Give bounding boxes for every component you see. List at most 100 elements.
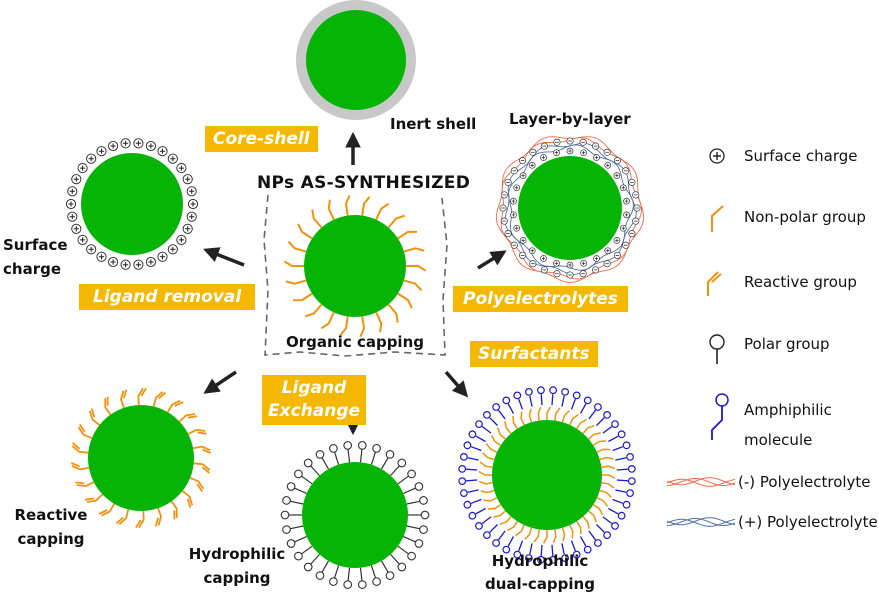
legend-reactive-icon (708, 272, 718, 296)
amphiphilic-head (618, 431, 625, 438)
amphiphilic-head (629, 466, 636, 473)
nonpolar-ligand (600, 491, 612, 498)
polar-ligand (398, 476, 409, 484)
polar-ligand (335, 565, 339, 577)
amphiphilic-tail (589, 531, 596, 540)
nonpolar-ligand (479, 472, 492, 475)
polar-ligand (290, 501, 303, 504)
polar-ligand (311, 466, 320, 476)
amphiphilic-tail (471, 447, 481, 451)
amphiphilic-tail (613, 500, 623, 504)
amphiphilic-head (461, 490, 468, 497)
nonpolar-ligand (507, 521, 517, 530)
nonpolar-ligand (492, 435, 501, 445)
nonpolar-ligand (293, 294, 312, 301)
nonpolar-ligand (289, 242, 307, 252)
amphiphilic-tail (519, 399, 523, 409)
polar-head (316, 451, 324, 459)
reactive-ligand (194, 463, 210, 470)
amphiphilic-head (469, 512, 476, 519)
nonpolar-ligand (597, 449, 610, 452)
nonpolar-ligand (593, 441, 606, 445)
nonpolar-ligand (530, 409, 532, 423)
reactive-ligand (102, 504, 115, 516)
amphiphilic-tail (603, 427, 612, 434)
polar-head (344, 581, 352, 589)
nonpolar-ligand (563, 528, 565, 542)
nonpolar-ligand (346, 195, 350, 215)
amphiphilic-head (469, 431, 476, 438)
polar-ligand (348, 449, 349, 462)
reactive-ligand (183, 491, 193, 505)
np-core (88, 405, 194, 511)
amphiphilic-tail (466, 469, 477, 470)
amphiphilic-tail (499, 410, 506, 419)
nonpolar-ligand (388, 305, 397, 323)
arrow-ligand-removal (206, 250, 244, 265)
np-core (492, 420, 602, 530)
np-core (518, 156, 622, 260)
polar-ligand (311, 554, 320, 564)
polar-ligand (290, 526, 303, 529)
nonpolar-ligand (593, 505, 602, 515)
amphiphilic-head (459, 466, 466, 473)
arrow-polyelectrolytes (478, 252, 504, 268)
amphiphilic-head (514, 392, 521, 399)
polar-head (283, 526, 291, 534)
polar-head (295, 470, 303, 478)
amphiphilic-tail (499, 531, 506, 540)
amphiphilic-head (612, 421, 619, 428)
nonpolar-ligand (479, 481, 493, 483)
reactive-ligand (138, 388, 143, 405)
reactive-ligand (158, 508, 161, 525)
np-organic-capping (284, 195, 425, 336)
nonpolar-ligand (376, 312, 381, 332)
polar-ligand (371, 565, 375, 577)
legend-neg-polyelectrolyte: (-) Polyelectrolyte (738, 472, 871, 492)
arrow-reactive (206, 372, 236, 392)
amphiphilic-head (612, 523, 619, 530)
legend-pos-polyelectrolyte: (+) Polyelectrolyte (738, 512, 878, 532)
amphiphilic-tail (541, 394, 542, 405)
amphiphilic-tail (608, 509, 618, 514)
amphiphilic-tail (603, 517, 612, 524)
amphiphilic-head (464, 442, 471, 449)
amphiphilic-tail (597, 418, 605, 426)
amphiphilic-tail (508, 404, 513, 414)
nonpolar-ligand (600, 458, 614, 460)
page-title: NPs AS-SYNTHESIZED (254, 173, 473, 193)
nonpolar-ligand (321, 312, 333, 328)
nonpolar-ligand (312, 210, 321, 228)
nonpolar-ligand (563, 411, 570, 423)
amphiphilic-head (595, 540, 602, 547)
np-layer-by-layer (496, 137, 643, 283)
amphiphilic-tail (490, 525, 498, 533)
polar-ligand (295, 488, 307, 493)
polar-head (415, 483, 423, 491)
polar-ligand (403, 488, 415, 493)
polar-head (330, 445, 338, 453)
label-surface-charge: Surface charge (3, 233, 68, 281)
reactive-ligand (90, 411, 100, 425)
amphiphilic-tail (617, 480, 628, 481)
amphiphilic-head (476, 421, 483, 428)
nonpolar-ligand (570, 525, 573, 538)
amphiphilic-head (476, 523, 483, 530)
legend-polar-head (710, 335, 724, 349)
nonpolar-ligand (505, 421, 511, 433)
amphiphilic-tail (490, 418, 498, 426)
legend-polar: Polar group (744, 334, 830, 354)
polar-head (316, 572, 324, 580)
nonpolar-ligand (601, 483, 614, 488)
reactive-ligand (193, 447, 210, 451)
nonpolar-ligand (516, 525, 525, 536)
nonpolar-ligand (286, 280, 306, 283)
polar-head (408, 470, 416, 478)
nonpolar-ligand (488, 505, 501, 509)
label-inert-shell: Inert shell (390, 115, 476, 134)
amphiphilic-head (595, 404, 602, 411)
reactive-ligand (72, 446, 88, 453)
polar-ligand (361, 568, 362, 581)
polar-head (304, 563, 312, 571)
